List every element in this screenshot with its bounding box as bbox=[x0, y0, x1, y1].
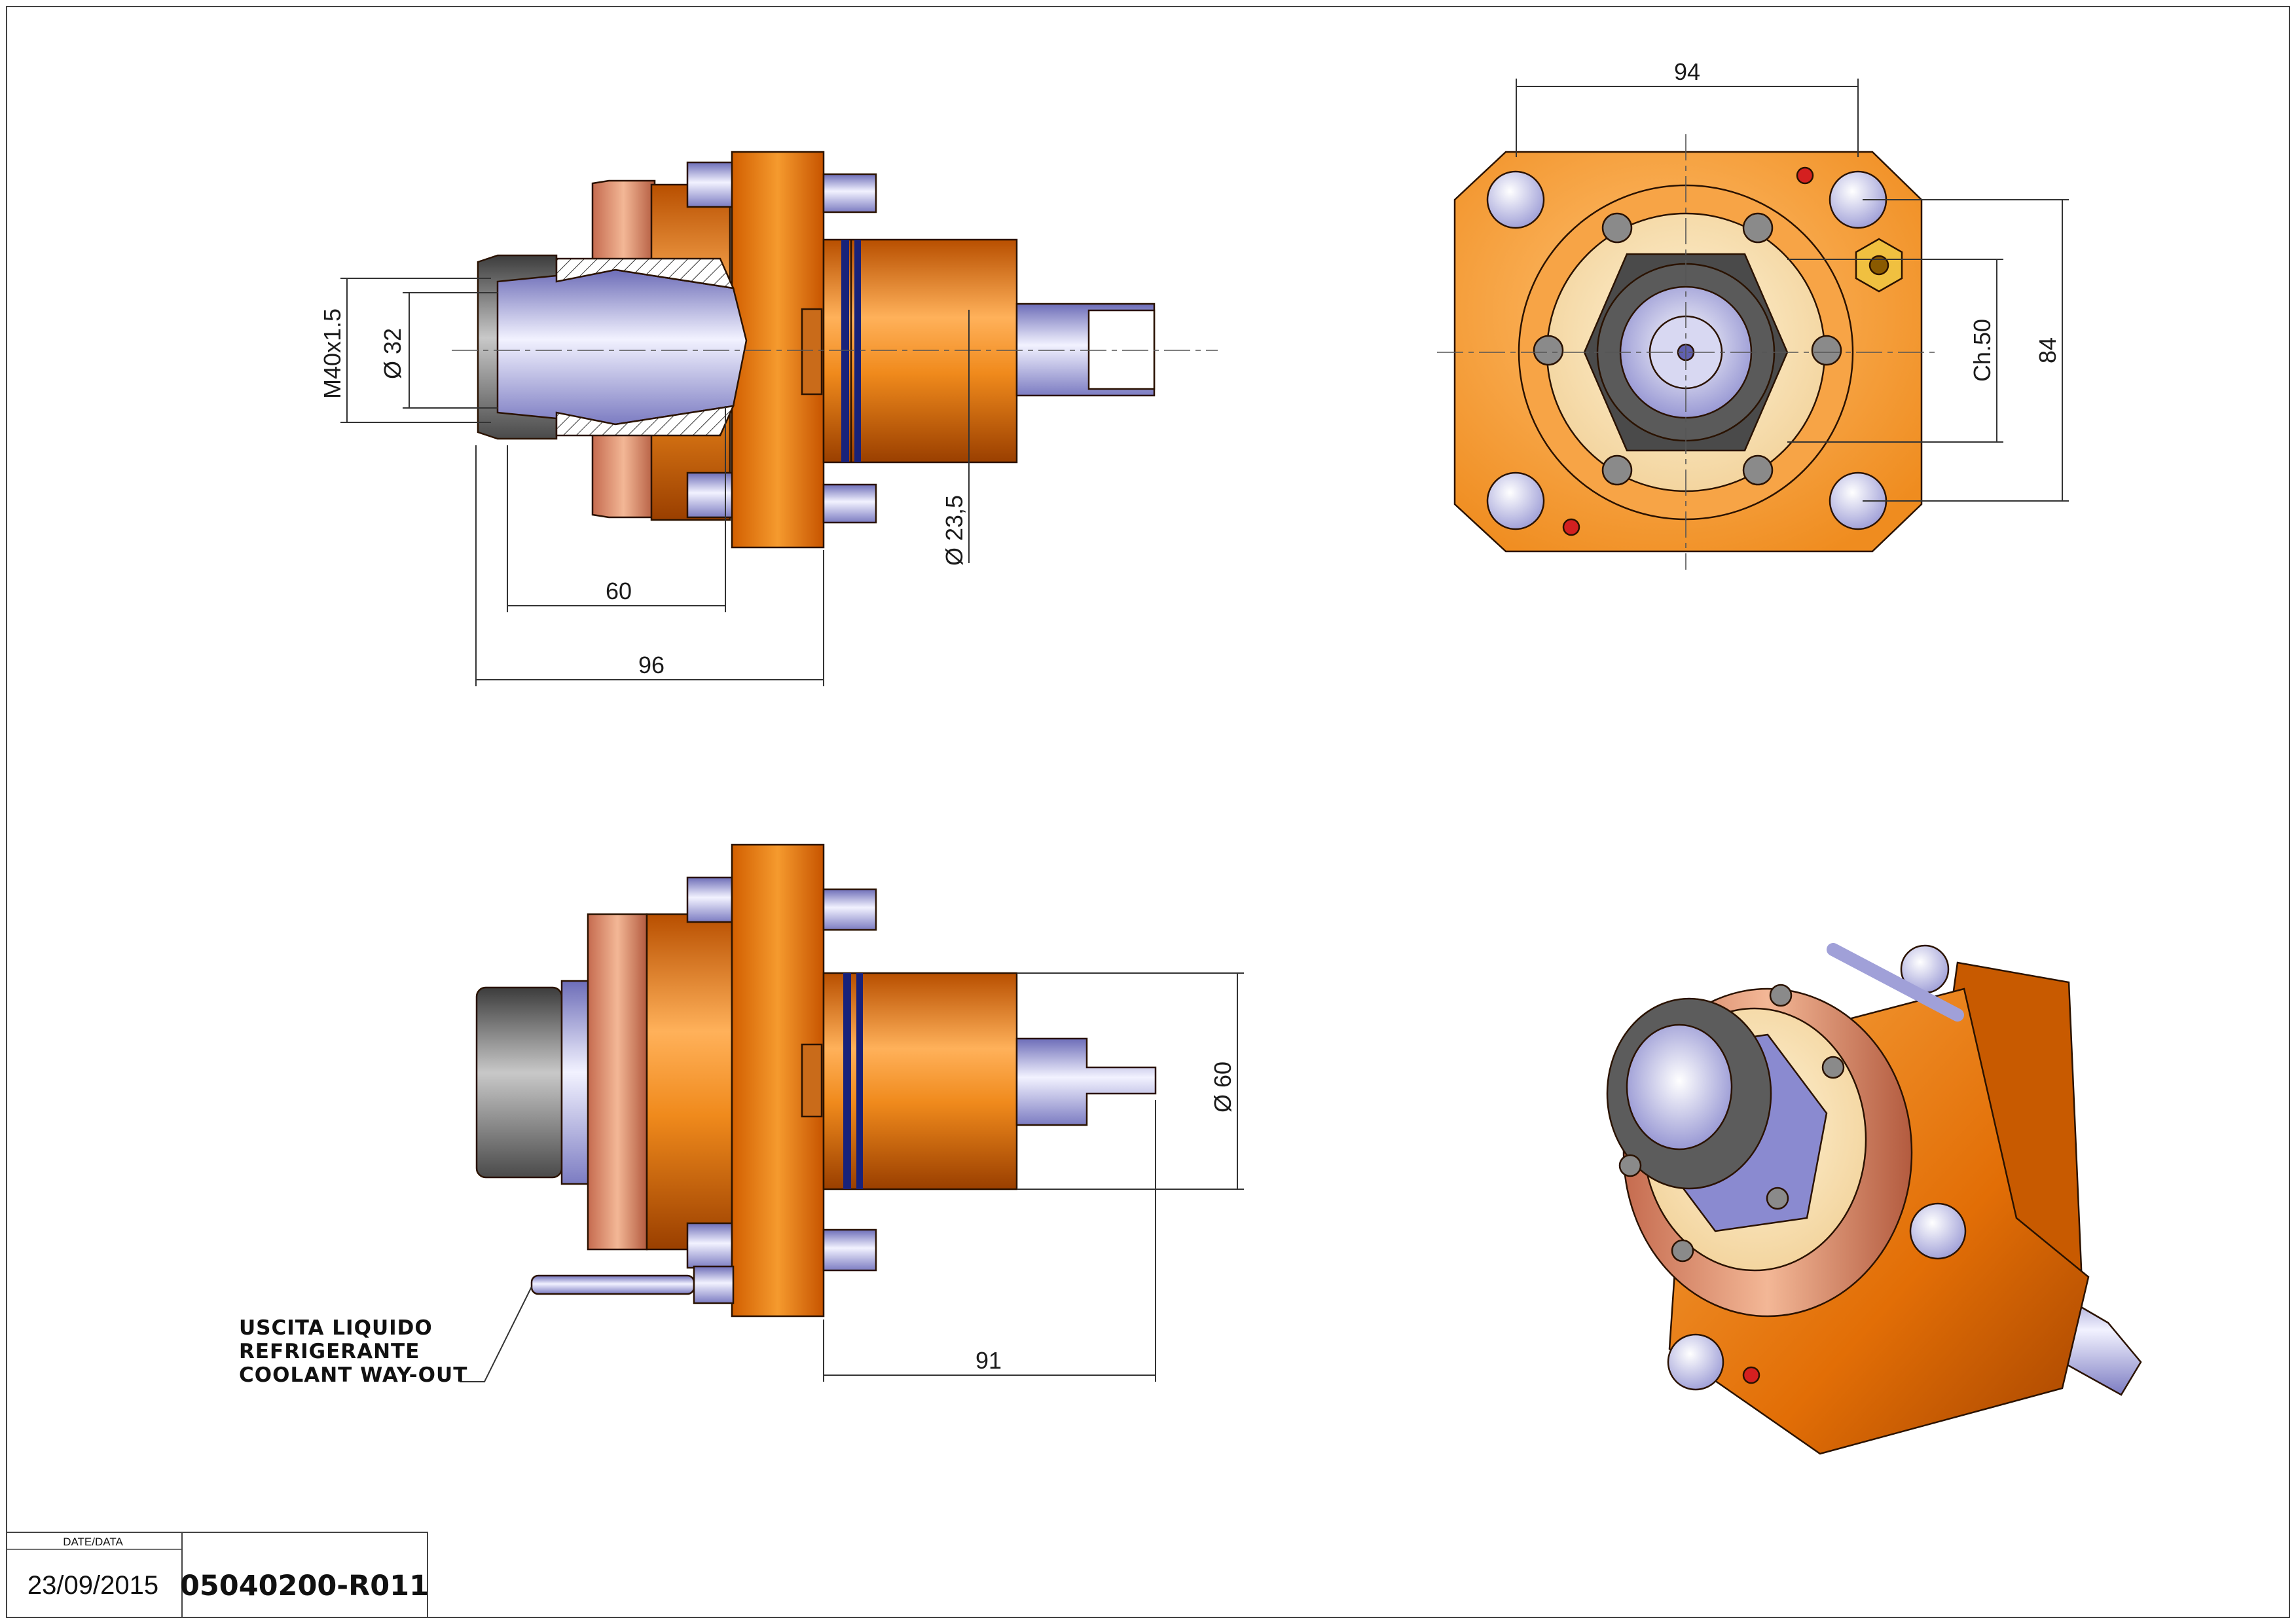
side-rear-housing bbox=[822, 972, 1018, 1190]
section-screw-top bbox=[822, 173, 877, 213]
section-hatch-bottom bbox=[555, 405, 735, 437]
red-plug-icon bbox=[1562, 518, 1580, 536]
note-line-3: COOLANT WAY-OUT bbox=[239, 1363, 467, 1387]
note-line-2: REFRIGERANTE bbox=[239, 1340, 420, 1363]
side-bolt-bottom bbox=[686, 1222, 733, 1269]
side-screw-top bbox=[822, 888, 877, 931]
ring-screw-icon bbox=[1601, 212, 1633, 244]
coolant-note: USCITA LIQUIDO REFRIGERANTE COOLANT WAY-… bbox=[239, 1316, 467, 1387]
coolant-pipe-fitting bbox=[693, 1265, 735, 1304]
side-oring-2 bbox=[856, 973, 863, 1189]
corner-bolt-icon bbox=[1486, 471, 1545, 530]
note-line-1: USCITA LIQUIDO bbox=[239, 1316, 433, 1340]
sheet-border bbox=[6, 6, 2290, 1618]
section-hatch-top bbox=[555, 257, 735, 289]
section-oring-2 bbox=[854, 240, 861, 462]
section-collet bbox=[496, 268, 748, 426]
coolant-leader bbox=[460, 1286, 532, 1382]
dim-pilot-diameter: Ø 23,5 bbox=[941, 495, 968, 566]
coolant-port-icon bbox=[1868, 255, 1889, 276]
dim-collet-to-flange: 60 bbox=[606, 578, 632, 604]
dim-thread: M40x1.5 bbox=[319, 308, 346, 399]
title-date-value: 23/09/2015 bbox=[27, 1571, 158, 1600]
iso-screw-icon bbox=[1821, 1056, 1845, 1079]
side-inner-nut bbox=[801, 1043, 823, 1118]
ring-screw-icon bbox=[1811, 335, 1842, 366]
iso-bolt-icon bbox=[1909, 1202, 1967, 1260]
front-dimensions: 94 Ch.50 84 bbox=[1516, 58, 2069, 502]
dim-shank-length: 91 bbox=[975, 1347, 1002, 1374]
coolant-pipe bbox=[530, 1274, 695, 1295]
front-view bbox=[1437, 134, 1938, 570]
section-view bbox=[452, 151, 1218, 549]
dim-flange-width: 94 bbox=[1674, 58, 1700, 85]
iso-coolant-pipe bbox=[1827, 943, 1964, 1022]
dim-overall-length: 96 bbox=[638, 652, 665, 678]
title-block: DATE/DATA 23/09/2015 05040200-R011 bbox=[6, 1532, 429, 1618]
ring-screw-icon bbox=[1601, 454, 1633, 486]
iso-collet-bore bbox=[1626, 1024, 1733, 1151]
side-oring bbox=[843, 973, 851, 1189]
section-shaft-tang bbox=[1087, 309, 1156, 390]
corner-bolt-icon bbox=[1486, 170, 1545, 229]
iso-screw-icon bbox=[1766, 1187, 1789, 1210]
side-collet-nut bbox=[475, 986, 563, 1179]
side-shaft bbox=[1015, 1037, 1157, 1126]
dim-bore-diameter: Ø 32 bbox=[379, 328, 406, 379]
iso-bolt-icon bbox=[1667, 1333, 1724, 1391]
section-screw-bottom bbox=[822, 483, 877, 524]
side-bolt-top bbox=[686, 876, 733, 923]
section-inner-nut bbox=[801, 308, 823, 396]
section-rear-housing bbox=[822, 238, 1018, 464]
iso-screw-icon bbox=[1618, 1154, 1642, 1177]
side-view bbox=[475, 843, 1157, 1318]
title-part-number: 05040200-R011 bbox=[180, 1570, 429, 1602]
side-screw-bottom bbox=[822, 1228, 877, 1272]
section-bolt-bottom bbox=[686, 471, 735, 519]
dim-body-diameter: Ø 60 bbox=[1209, 1061, 1236, 1113]
title-date-label: DATE/DATA bbox=[63, 1536, 123, 1548]
red-plug-icon bbox=[1796, 166, 1814, 185]
side-front-body bbox=[646, 913, 733, 1251]
section-dimensions: M40x1.5 Ø 32 Ø 23,5 60 96 bbox=[319, 278, 970, 686]
dim-hex-across-flats: Ch.50 bbox=[1969, 319, 1995, 382]
iso-screw-icon bbox=[1769, 984, 1793, 1007]
ring-screw-icon bbox=[1742, 212, 1774, 244]
section-bolt-top bbox=[686, 161, 735, 208]
ring-screw-icon bbox=[1533, 335, 1564, 366]
dim-flange-height: 84 bbox=[2034, 337, 2061, 363]
isometric-view bbox=[1606, 943, 2142, 1455]
iso-screw-icon bbox=[1671, 1239, 1694, 1263]
section-oring bbox=[841, 240, 849, 462]
side-dimensions: Ø 60 91 bbox=[460, 972, 1244, 1382]
side-copper-ring bbox=[587, 913, 648, 1251]
iso-red-plug-icon bbox=[1742, 1366, 1760, 1384]
ring-screw-icon bbox=[1742, 454, 1774, 486]
